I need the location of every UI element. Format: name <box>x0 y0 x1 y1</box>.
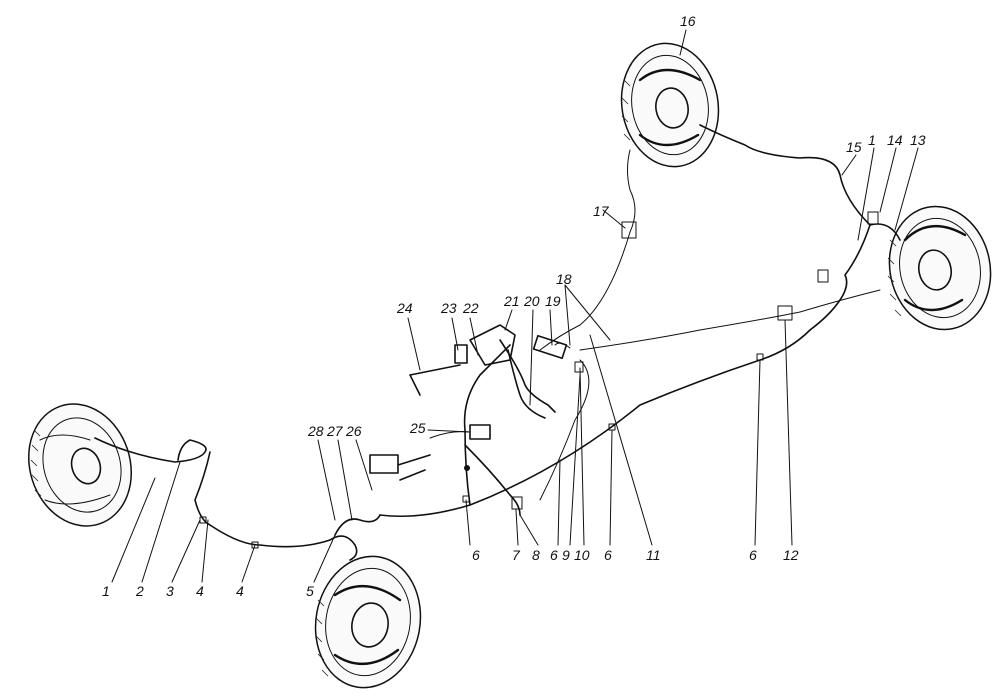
callout-6: 6 <box>749 547 757 563</box>
callout-10: 10 <box>574 547 590 563</box>
callout-2: 2 <box>135 583 144 599</box>
leader-lines <box>111 29 919 583</box>
callout-17: 17 <box>593 203 610 219</box>
callout-11: 11 <box>646 547 661 563</box>
brake-lines <box>94 124 901 561</box>
callout-12: 12 <box>783 547 799 563</box>
callout-1: 1 <box>102 583 110 599</box>
callout-labels: 1 2 3 4 4 5 6 7 8 6 9 10 6 11 6 12 13 14… <box>102 13 926 599</box>
callout-9: 9 <box>562 547 570 563</box>
clips-and-fittings <box>199 211 879 549</box>
callout-26: 26 <box>345 423 362 439</box>
callout-28: 28 <box>307 423 324 439</box>
callout-1: 1 <box>868 132 876 148</box>
callout-6: 6 <box>472 547 480 563</box>
callout-16: 16 <box>680 13 696 29</box>
callout-25: 25 <box>409 420 426 436</box>
callout-22: 22 <box>462 300 479 316</box>
pedal-assembly <box>369 324 568 481</box>
callout-3: 3 <box>166 583 174 599</box>
callout-15: 15 <box>846 139 862 155</box>
callout-19: 19 <box>545 293 561 309</box>
callout-4: 4 <box>236 583 244 599</box>
callout-20: 20 <box>523 293 540 309</box>
rear-right-brake-drum <box>887 205 992 331</box>
callout-24: 24 <box>396 300 413 316</box>
callout-6: 6 <box>604 547 612 563</box>
parking-brake-cables <box>539 149 881 501</box>
callout-21: 21 <box>503 293 520 309</box>
front-left-brake-plate <box>27 403 133 527</box>
front-right-brake-drum <box>314 555 422 689</box>
callout-14: 14 <box>887 132 903 148</box>
callout-5: 5 <box>306 583 314 599</box>
callout-13: 13 <box>910 132 926 148</box>
callout-27: 27 <box>326 423 344 439</box>
callout-8: 8 <box>532 547 540 563</box>
callout-4: 4 <box>196 583 204 599</box>
rear-left-brake-drum <box>620 42 720 168</box>
callout-18: 18 <box>556 271 572 287</box>
callout-6: 6 <box>550 547 558 563</box>
callout-23: 23 <box>440 300 457 316</box>
callout-7: 7 <box>512 547 521 563</box>
